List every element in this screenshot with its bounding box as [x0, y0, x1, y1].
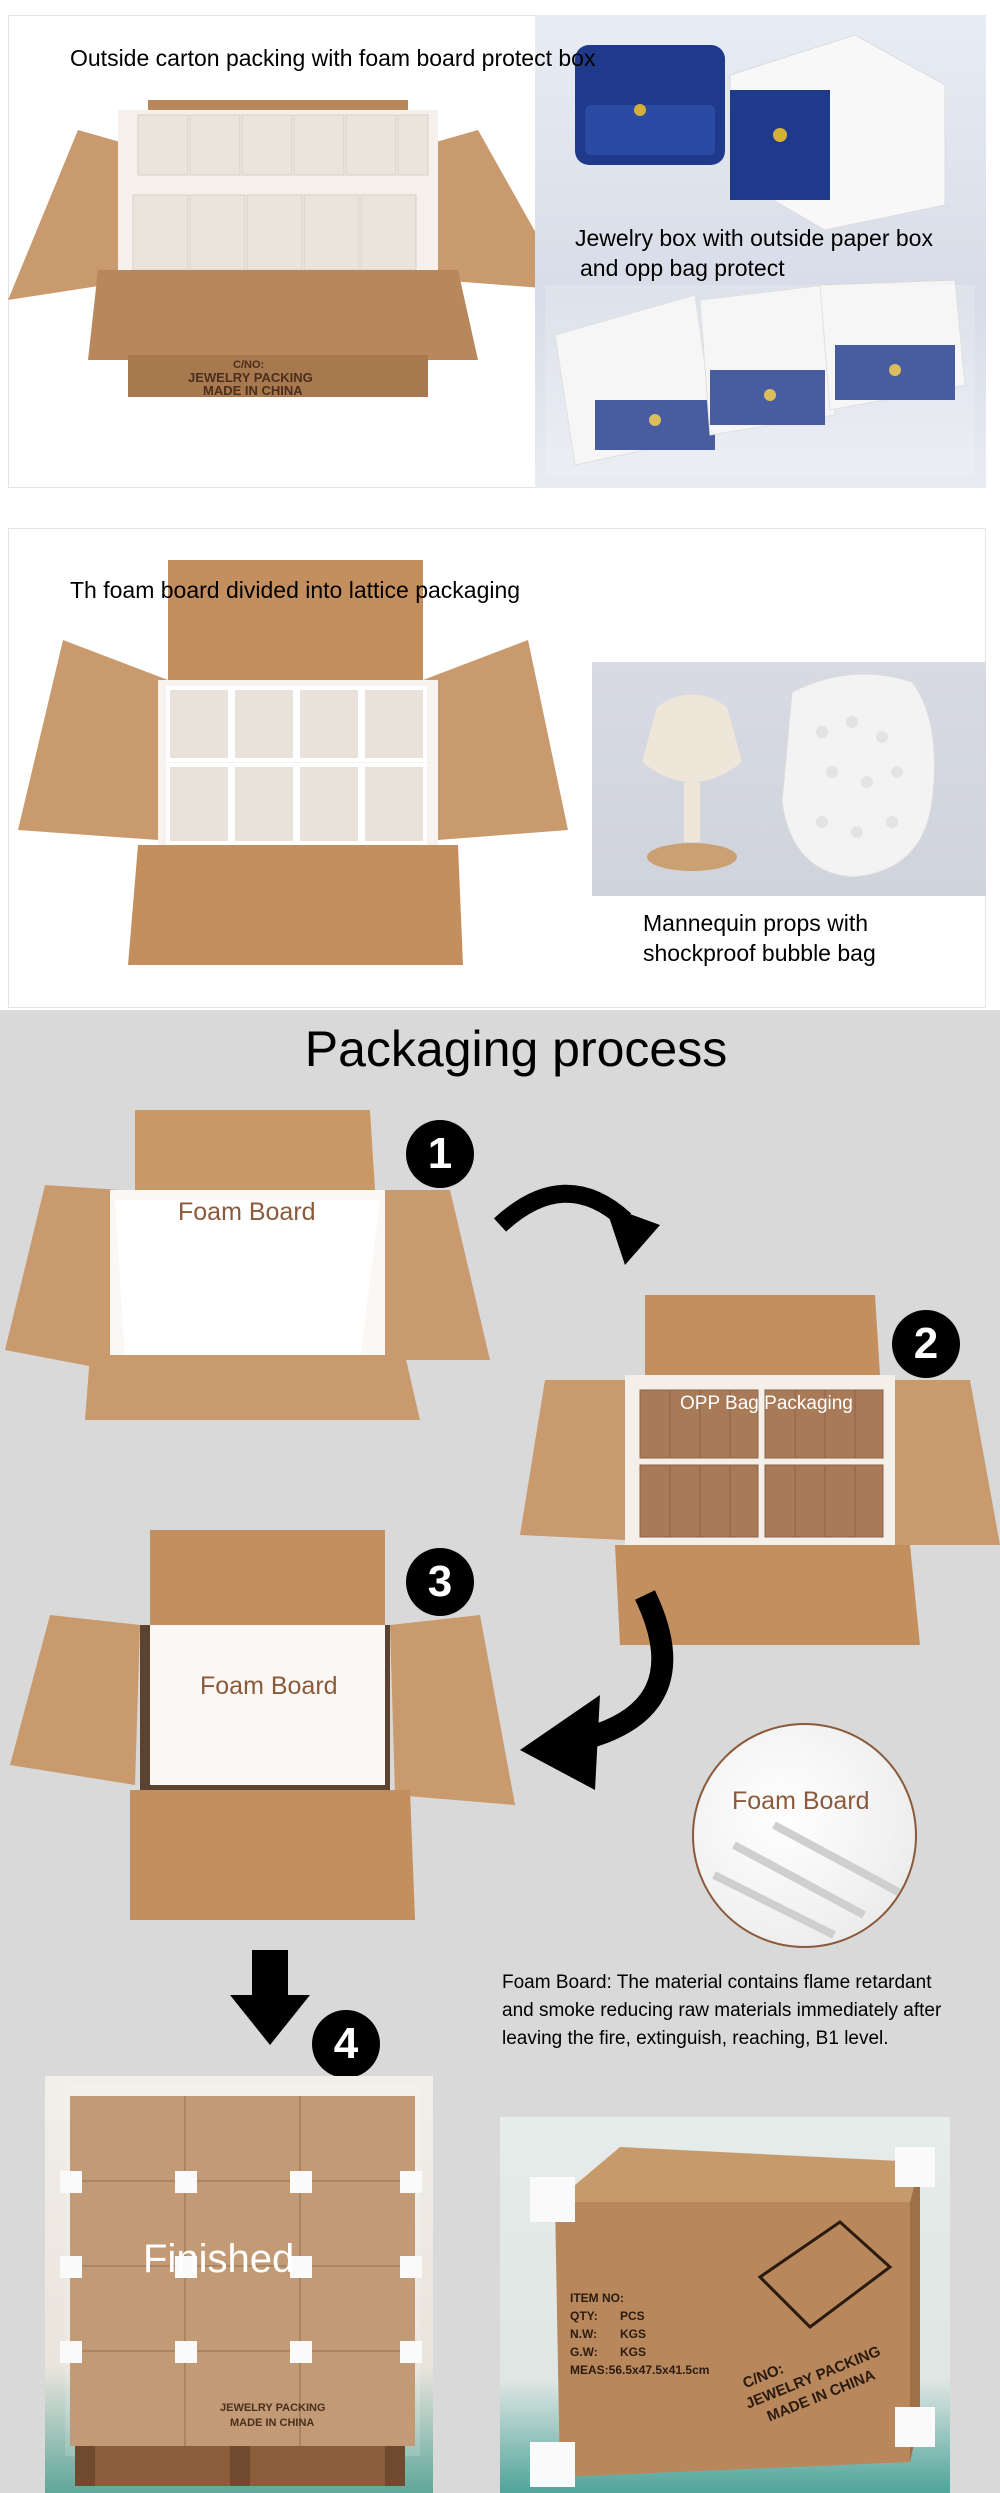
step2-number: 2 [892, 1310, 960, 1378]
crate-nw-unit: KGS [620, 2327, 646, 2341]
step3-number: 3 [406, 1548, 474, 1616]
arrow-down-icon [230, 1950, 310, 2045]
process-title: Packaging process [304, 1021, 728, 1077]
crate-meas: MEAS:56.5x47.5x41.5cm [570, 2363, 709, 2377]
foam-board-closeup [692, 1723, 917, 1948]
section2-caption-right-line2: shockproof bubble bag [643, 940, 876, 966]
pallet-print-1: JEWELRY PACKING [220, 2402, 326, 2414]
foam-description-line3: leaving the fire, extinguish, reaching, … [502, 2028, 889, 2049]
crate-gw: G.W: [570, 2345, 598, 2359]
arrow-2-icon [520, 1590, 674, 1790]
section2-caption-top: Th foam board divided into lattice packa… [70, 577, 521, 603]
step1-label: Foam Board [178, 1198, 316, 1226]
section1-caption-right-line1: Jewelry box with outside paper box [575, 225, 933, 251]
lattice-carton-image [18, 560, 568, 965]
section1-caption-right-line2: and opp bag protect [580, 255, 785, 281]
carton-print-2: JEWELRY PACKING [188, 370, 313, 385]
foam-circle-label: Foam Board [732, 1787, 870, 1815]
crate-item-no: ITEM NO: [570, 2291, 624, 2305]
foam-description-line1: Foam Board: The material contains flame … [502, 1972, 932, 1993]
carton-print-1: C/NO: [233, 359, 264, 371]
step2-label: OPP Bag Packaging [680, 1393, 853, 1414]
foam-description-line2: and smoke reducing raw materials immedia… [502, 2000, 942, 2021]
step3-label: Foam Board [200, 1672, 338, 1700]
crate-image: ITEM NO: QTY: PCS N.W: KGS G.W: KGS MEAS… [530, 2147, 935, 2487]
step1-open-carton-image [5, 1110, 490, 1420]
crate-qty: QTY: [570, 2309, 598, 2323]
step4-number: 4 [312, 2010, 380, 2078]
step1-number: 1 [406, 1120, 474, 1188]
finished-label: Finished [143, 2237, 295, 2281]
crate-nw: N.W: [570, 2327, 597, 2341]
mannequin-and-bubble-bag-image [642, 673, 935, 878]
finished-pallet-image: JEWELRY PACKING MADE IN CHINA [60, 2086, 422, 2486]
arrow-1-icon [493, 1184, 660, 1265]
crate-qty-unit: PCS [620, 2309, 645, 2323]
pallet-print-2: MADE IN CHINA [230, 2417, 314, 2429]
open-carton-with-boxes-image: C/NO: JEWELRY PACKING MADE IN CHINA [8, 100, 568, 398]
jewelry-boxes-image [545, 34, 975, 475]
carton-print-3: MADE IN CHINA [203, 383, 303, 398]
step2-carton-opp-bags-image [520, 1295, 1000, 1645]
step3-carton-foam-top-image [10, 1530, 515, 1920]
section1-caption-left: Outside carton packing with foam board p… [70, 45, 596, 71]
crate-gw-unit: KGS [620, 2345, 646, 2359]
section2-caption-right-line1: Mannequin props with [643, 910, 869, 936]
